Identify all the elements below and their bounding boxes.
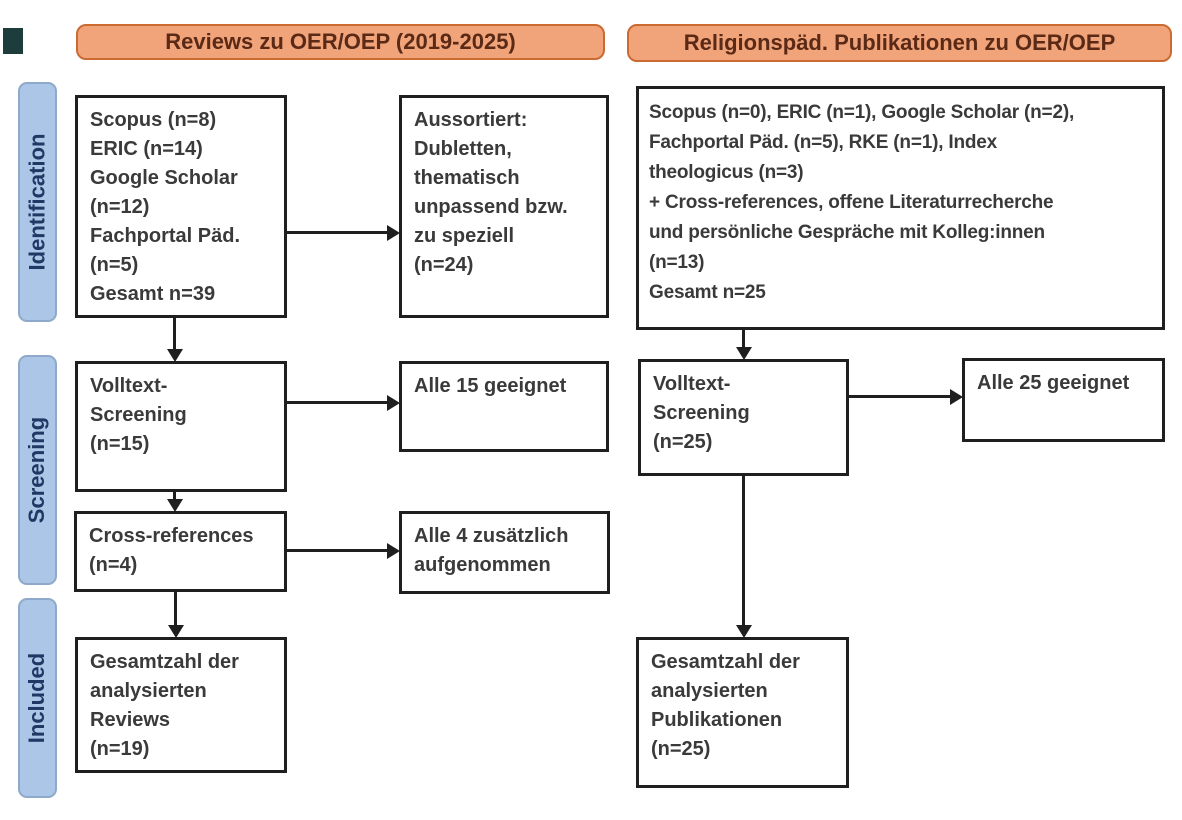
arrow-left-fulltext-to-eligible [287, 394, 400, 411]
box-left-added: Alle 4 zusätzlich aufgenommen [399, 511, 610, 594]
box-left-excluded: Aussortiert: Dubletten, thematisch unpas… [399, 95, 609, 318]
arrow-left-sources-to-excluded [287, 224, 400, 241]
arrow-left-sources-to-fulltext [166, 318, 183, 362]
arrow-left-crossref-to-included [167, 592, 184, 638]
box-right-included-total: Gesamtzahl der analysierten Publikatione… [636, 637, 849, 788]
column-header-reviews: Reviews zu OER/OEP (2019-2025) [76, 24, 605, 60]
box-left-eligible: Alle 15 geeignet [399, 361, 609, 452]
box-left-cross-references: Cross-references (n=4) [74, 511, 287, 592]
stage-bar-included: Included [18, 598, 57, 798]
box-right-sources: Scopus (n=0), ERIC (n=1), Google Scholar… [636, 86, 1165, 330]
box-left-fulltext-screening: Volltext- Screening (n=15) [75, 361, 287, 492]
stage-label-screening: Screening [24, 416, 50, 524]
arrow-left-crossref-to-added [287, 542, 400, 559]
box-right-fulltext-screening: Volltext- Screening (n=25) [638, 359, 849, 476]
column-header-religionspaed: Religionspäd. Publikationen zu OER/OEP [627, 24, 1172, 62]
arrow-right-fulltext-to-included [735, 476, 752, 638]
box-right-eligible: Alle 25 geeignet [962, 358, 1165, 442]
box-left-sources: Scopus (n=8) ERIC (n=14) Google Scholar … [75, 95, 287, 318]
dark-corner-mark [3, 28, 23, 54]
stage-label-included: Included [24, 652, 50, 744]
stage-bar-screening: Screening [18, 355, 57, 585]
stage-bar-identification: Identification [18, 82, 57, 322]
box-left-included-total: Gesamtzahl der analysierten Reviews (n=1… [75, 637, 287, 773]
arrow-left-fulltext-to-crossref [166, 492, 183, 512]
arrow-right-sources-to-fulltext [735, 330, 752, 360]
arrow-right-fulltext-to-eligible [849, 388, 963, 405]
stage-label-identification: Identification [24, 133, 50, 271]
